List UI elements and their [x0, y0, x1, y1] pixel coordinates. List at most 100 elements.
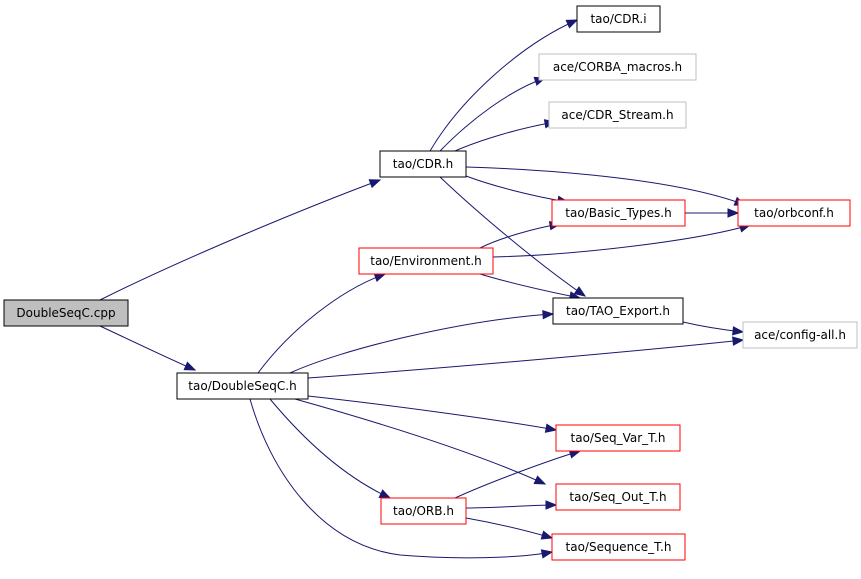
arrowhead-icon: [540, 549, 554, 559]
node-label-tao-doubleseqc-h: tao/DoubleSeqC.h: [188, 379, 296, 393]
node-tao-environment-h[interactable]: tao/Environment.h: [358, 247, 494, 275]
node-tao-cdr-i[interactable]: tao/CDR.i: [576, 5, 661, 33]
edge-line: [269, 398, 391, 499]
edge-tao-cdr-h-to-tao-cdr-i: [429, 19, 579, 152]
node-box-tao-environment-h: [358, 247, 494, 275]
edge-tao-tao-export-h-to-ace-config-all-h: [682, 321, 745, 336]
edge-line: [465, 504, 557, 509]
node-label-tao-cdr-i: tao/CDR.i: [590, 12, 646, 26]
node-label-tao-environment-h: tao/Environment.h: [370, 254, 482, 268]
edge-line: [465, 175, 569, 203]
edge-tao-doubleseqc-h-to-tao-orb-h: [269, 398, 392, 499]
edge-line: [307, 395, 557, 431]
node-box-doubleseqc-cpp: [3, 299, 129, 327]
edge-line: [492, 224, 751, 258]
arrowhead-icon: [727, 208, 740, 218]
edge-line: [289, 313, 554, 374]
arrowhead-icon: [542, 309, 555, 320]
node-label-tao-seq-var-t-h: tao/Seq_Var_T.h: [571, 431, 666, 445]
edge-tao-orb-h-to-tao-seq-out-t-h: [465, 500, 558, 510]
node-label-ace-config-all-h: ace/config-all.h: [754, 328, 846, 342]
node-tao-orbconf-h[interactable]: tao/orbconf.h: [737, 199, 851, 227]
edge-line: [465, 166, 746, 206]
node-tao-doubleseqc-h[interactable]: tao/DoubleSeqC.h: [176, 372, 309, 400]
edge-line: [249, 398, 553, 559]
edge-tao-environment-h-to-tao-orbconf-h: [492, 223, 752, 258]
arrowhead-icon: [545, 500, 558, 510]
arrowhead-icon: [183, 361, 197, 371]
edge-tao-doubleseqc-h-to-tao-seq-var-t-h: [307, 395, 558, 433]
nodes-layer: DoubleSeqC.cpp tao/DoubleSeqC.h tao/CDR.…: [3, 5, 858, 561]
node-ace-config-all-h: ace/config-all.h: [742, 321, 858, 349]
edge-tao-orb-h-to-tao-sequence-t-h: [465, 517, 554, 540]
edge-doubleseqc-cpp-to-tao-doubleseqc-h: [99, 325, 197, 371]
arrowhead-icon: [368, 179, 382, 189]
node-label-ace-cdr-stream-h: ace/CDR_Stream.h: [561, 108, 673, 122]
arrowhead-icon: [533, 475, 547, 485]
node-label-tao-seq-out-t-h: tao/Seq_Out_T.h: [569, 490, 666, 504]
edge-tao-cdr-h-to-ace-cdr-stream-h: [454, 119, 557, 152]
node-tao-seq-out-t-h[interactable]: tao/Seq_Out_T.h: [555, 483, 681, 511]
node-box-tao-cdr-i: [576, 5, 661, 33]
node-tao-sequence-t-h[interactable]: tao/Sequence_T.h: [551, 533, 686, 561]
node-label-tao-tao-export-h: tao/TAO_Export.h: [566, 304, 670, 318]
edge-tao-cdr-h-to-tao-orbconf-h: [465, 166, 747, 206]
edge-line: [454, 450, 581, 499]
node-doubleseqc-cpp[interactable]: DoubleSeqC.cpp: [3, 299, 129, 327]
node-box-tao-tao-export-h: [552, 297, 684, 325]
edge-tao-cdr-h-to-tao-tao-export-h: [439, 176, 587, 297]
node-label-tao-orbconf-h: tao/orbconf.h: [754, 206, 834, 220]
node-label-tao-cdr-h: tao/CDR.h: [393, 157, 453, 171]
edge-line: [439, 176, 586, 297]
edge-line: [99, 325, 196, 371]
edge-line: [479, 223, 561, 249]
node-label-tao-basic-types-h: tao/Basic_Types.h: [565, 206, 671, 220]
edge-line: [257, 273, 386, 374]
edge-line: [465, 517, 553, 539]
edge-tao-doubleseqc-h-to-tao-tao-export-h: [289, 309, 555, 374]
node-label-tao-sequence-t-h: tao/Sequence_T.h: [566, 540, 672, 554]
node-box-ace-config-all-h: [742, 321, 858, 349]
node-ace-cdr-stream-h: ace/CDR_Stream.h: [548, 101, 687, 129]
node-box-ace-corba-macros-h: [538, 53, 697, 81]
node-box-tao-basic-types-h: [551, 199, 686, 227]
node-box-tao-seq-var-t-h: [555, 424, 681, 452]
arrowhead-icon: [544, 423, 558, 433]
node-box-tao-seq-out-t-h: [555, 483, 681, 511]
arrowhead-icon: [378, 489, 392, 499]
node-box-tao-orbconf-h: [737, 199, 851, 227]
edge-doubleseqc-cpp-to-tao-cdr-h: [99, 179, 382, 301]
node-tao-orb-h[interactable]: tao/ORB.h: [380, 497, 467, 525]
node-tao-seq-var-t-h[interactable]: tao/Seq_Var_T.h: [555, 424, 681, 452]
edge-line: [307, 339, 744, 379]
node-label-doubleseqc-cpp: DoubleSeqC.cpp: [16, 306, 115, 320]
edge-tao-environment-h-to-tao-basic-types-h: [479, 220, 562, 249]
edges-layer: [99, 19, 752, 559]
edge-line: [294, 398, 546, 485]
node-box-ace-cdr-stream-h: [548, 101, 687, 129]
edge-tao-doubleseqc-h-to-tao-seq-out-t-h: [294, 398, 547, 485]
edge-tao-doubleseqc-h-to-tao-environment-h: [257, 273, 387, 374]
edge-line: [454, 121, 556, 152]
node-ace-corba-macros-h: ace/CORBA_macros.h: [538, 53, 697, 81]
edge-line: [99, 179, 381, 301]
arrowhead-icon: [732, 326, 745, 336]
edge-line: [439, 77, 546, 152]
node-box-tao-orb-h: [380, 497, 467, 525]
edge-tao-doubleseqc-h-to-tao-sequence-t-h: [249, 398, 554, 559]
node-tao-cdr-h[interactable]: tao/CDR.h: [379, 150, 467, 178]
edge-line: [429, 19, 578, 152]
node-label-tao-orb-h: tao/ORB.h: [393, 504, 454, 518]
arrowhead-icon: [373, 273, 387, 282]
arrowhead-icon: [540, 530, 554, 540]
node-box-tao-sequence-t-h: [551, 533, 686, 561]
node-tao-basic-types-h[interactable]: tao/Basic_Types.h: [551, 199, 686, 227]
arrowhead-icon: [573, 286, 587, 297]
node-label-ace-corba-macros-h: ace/CORBA_macros.h: [553, 60, 682, 74]
node-box-tao-cdr-h: [379, 150, 467, 178]
node-tao-tao-export-h[interactable]: tao/TAO_Export.h: [552, 297, 684, 325]
arrowhead-icon: [565, 19, 579, 29]
node-box-tao-doubleseqc-h: [176, 372, 309, 400]
edge-tao-basic-types-h-to-tao-orbconf-h: [685, 208, 740, 218]
